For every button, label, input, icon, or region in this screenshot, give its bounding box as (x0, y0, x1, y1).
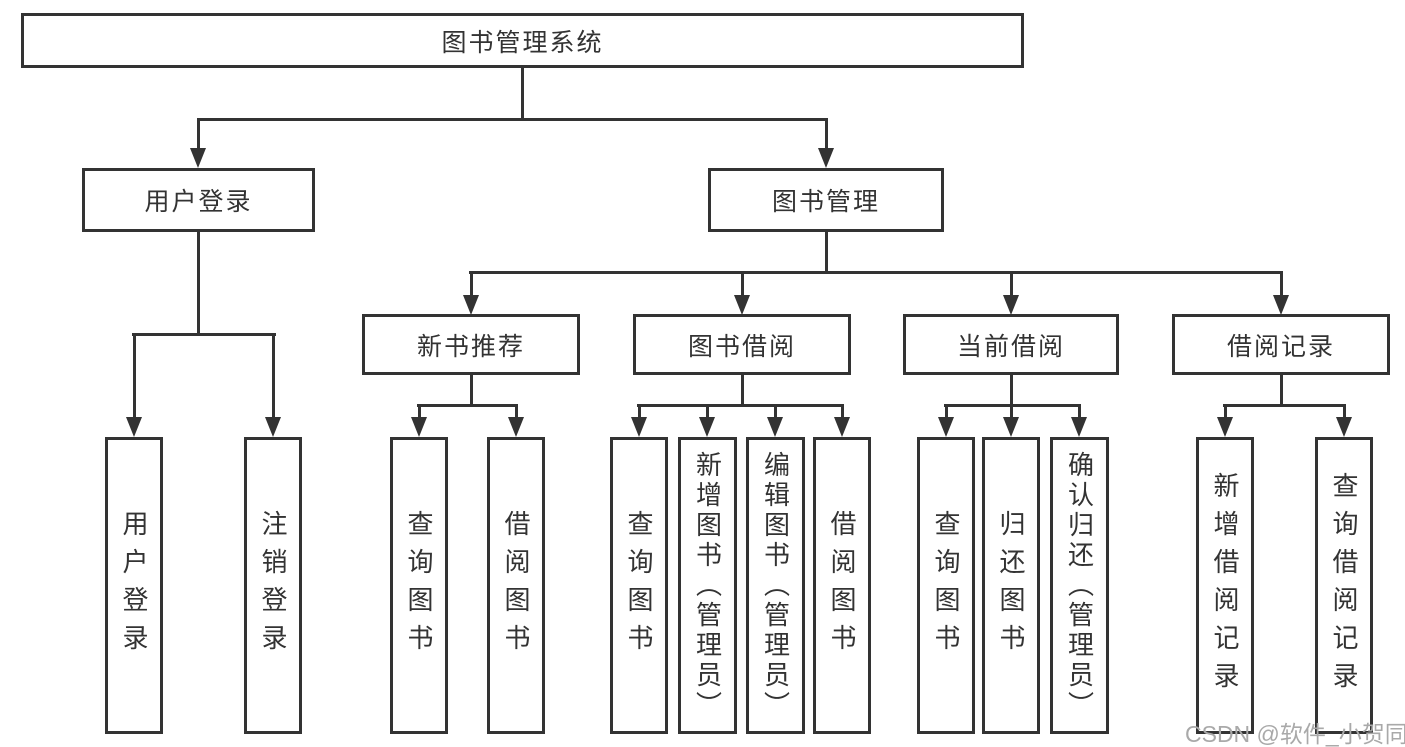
arrow-down-icon (1336, 417, 1352, 437)
connector-line (706, 404, 709, 421)
leaf-add-borrow-record-label: 新增借阅记录 (1210, 471, 1240, 700)
node-user-login: 用户登录 (82, 168, 315, 232)
arrow-down-icon (1217, 417, 1233, 437)
arrow-down-icon (1003, 295, 1019, 315)
connector-line (418, 404, 421, 421)
connector-line (1280, 271, 1283, 299)
arrow-down-icon (126, 417, 142, 437)
leaf-query-borrow-record: 查询借阅记录 (1315, 437, 1373, 734)
connector-line (945, 404, 948, 421)
leaf-query-books-current-label: 查询图书 (931, 509, 961, 662)
leaf-confirm-return-admin: 确认归还（管理员） (1050, 437, 1109, 734)
leaf-query-books-recommend: 查询图书 (390, 437, 448, 734)
arrow-down-icon (834, 417, 850, 437)
connector-line (470, 375, 473, 407)
leaf-add-borrow-record: 新增借阅记录 (1196, 437, 1254, 734)
node-borrow-records: 借阅记录 (1172, 314, 1390, 375)
node-borrow-records-label: 借阅记录 (1226, 332, 1335, 361)
leaf-user-login: 用户登录 (105, 437, 163, 734)
arrow-down-icon (699, 417, 715, 437)
arrow-down-icon (508, 417, 524, 437)
leaf-query-books-borrowing-label: 查询图书 (624, 509, 654, 662)
leaf-add-book-admin-label: 新增图书（管理员） (692, 450, 723, 721)
leaf-add-book-admin: 新增图书（管理员） (678, 437, 737, 734)
node-current-borrowing-label: 当前借阅 (956, 332, 1065, 361)
node-user-login-label: 用户登录 (144, 188, 253, 216)
connector-line (1010, 375, 1013, 407)
leaf-borrow-books-recommend: 借阅图书 (487, 437, 545, 734)
arrow-down-icon (818, 148, 834, 168)
node-book-borrowing-label: 图书借阅 (687, 332, 796, 361)
connector-line (1343, 404, 1346, 421)
node-book-borrowing: 图书借阅 (633, 314, 851, 375)
connector-line (825, 118, 828, 152)
node-root: 图书管理系统 (21, 13, 1024, 68)
node-book-management: 图书管理 (708, 168, 944, 232)
connector-line (1280, 375, 1283, 407)
leaf-query-borrow-record-label: 查询借阅记录 (1329, 471, 1359, 700)
leaf-logout: 注销登录 (244, 437, 302, 734)
arrow-down-icon (1273, 295, 1289, 315)
node-root-label: 图书管理系统 (441, 28, 604, 57)
watermark-text: CSDN @软件_小贺同学 (1185, 721, 1405, 747)
leaf-user-login-label: 用户登录 (119, 509, 149, 662)
connector-line (197, 118, 200, 152)
arrow-down-icon (411, 417, 427, 437)
connector-line (133, 333, 136, 421)
arrow-down-icon (190, 148, 206, 168)
leaf-confirm-return-admin-label: 确认归还（管理员） (1064, 450, 1095, 721)
connector-line (272, 333, 275, 421)
node-current-borrowing: 当前借阅 (903, 314, 1119, 375)
leaf-edit-book-admin: 编辑图书（管理员） (746, 437, 805, 734)
leaf-query-books-borrowing: 查询图书 (610, 437, 668, 734)
node-book-management-label: 图书管理 (771, 188, 880, 216)
connector-line (741, 375, 744, 407)
connector-line (417, 404, 518, 407)
connector-line (521, 68, 524, 121)
leaf-query-books-current: 查询图书 (917, 437, 975, 734)
leaf-return-book: 归还图书 (982, 437, 1040, 734)
connector-line (825, 232, 828, 274)
connector-line (637, 404, 844, 407)
connector-line (774, 404, 777, 421)
arrow-down-icon (463, 295, 479, 315)
arrow-down-icon (734, 295, 750, 315)
leaf-query-books-recommend-label: 查询图书 (404, 509, 434, 662)
node-new-book-recommend: 新书推荐 (362, 314, 580, 375)
connector-line (197, 118, 827, 121)
connector-line (469, 271, 1282, 274)
connector-line (1078, 404, 1081, 421)
connector-line (1010, 404, 1013, 421)
connector-line (132, 333, 276, 336)
connector-line (841, 404, 844, 421)
connector-line (470, 271, 473, 299)
leaf-edit-book-admin-label: 编辑图书（管理员） (760, 450, 791, 721)
arrow-down-icon (938, 417, 954, 437)
leaf-return-book-label: 归还图书 (996, 509, 1026, 662)
connector-line (197, 232, 200, 336)
arrow-down-icon (1003, 417, 1019, 437)
arrow-down-icon (631, 417, 647, 437)
connector-line (1223, 404, 1346, 407)
leaf-borrow-books-borrowing: 借阅图书 (813, 437, 871, 734)
arrow-down-icon (767, 417, 783, 437)
arrow-down-icon (265, 417, 281, 437)
leaf-borrow-books-recommend-label: 借阅图书 (501, 509, 531, 662)
connector-line (741, 271, 744, 299)
connector-line (1010, 271, 1013, 299)
connector-line (638, 404, 641, 421)
leaf-logout-label: 注销登录 (258, 509, 288, 662)
connector-line (1224, 404, 1227, 421)
connector-line (515, 404, 518, 421)
arrow-down-icon (1071, 417, 1087, 437)
leaf-borrow-books-borrowing-label: 借阅图书 (827, 509, 857, 662)
node-new-book-recommend-label: 新书推荐 (416, 332, 525, 361)
